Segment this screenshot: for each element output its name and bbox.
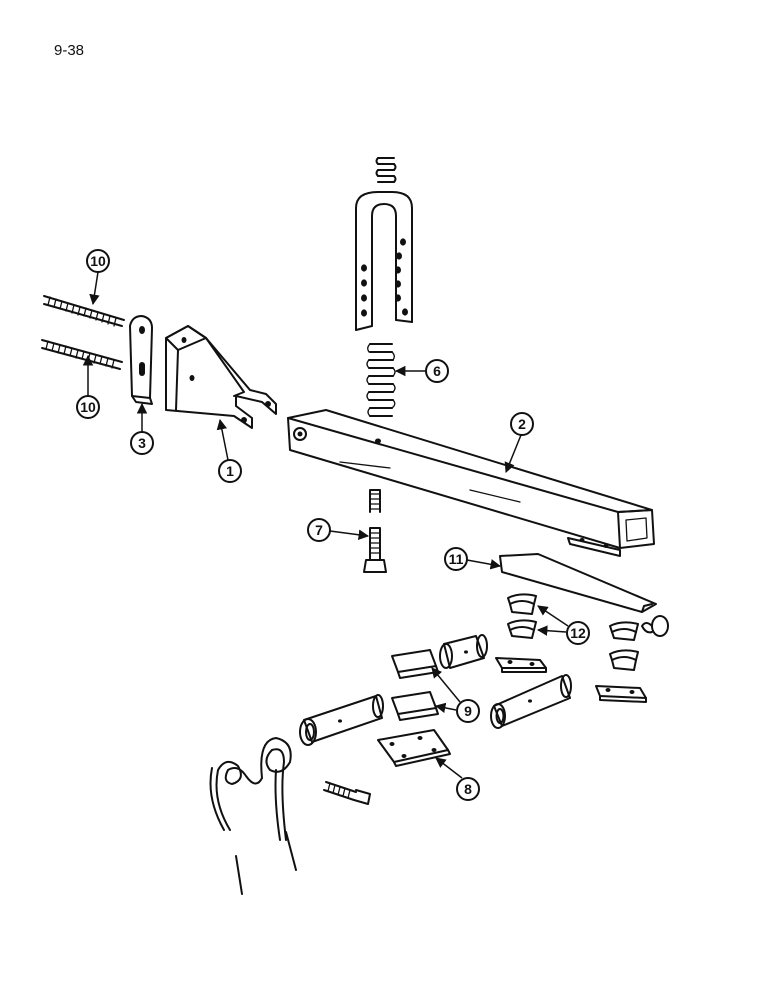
callout-3: 3	[130, 402, 154, 455]
coil-spring-part-6	[366, 343, 396, 417]
callout-10-bottom: 10	[76, 354, 100, 419]
svg-text:2: 2	[518, 416, 526, 432]
small-plate-upper	[495, 657, 547, 673]
threaded-rod-upper	[43, 295, 125, 327]
threaded-rod-lower	[41, 339, 123, 370]
svg-text:10: 10	[80, 399, 96, 415]
callout-2: 2	[504, 412, 534, 473]
callout-11: 11	[444, 547, 502, 571]
svg-text:11: 11	[449, 551, 464, 567]
long-tube-right	[490, 674, 572, 729]
u-bracket-holes	[361, 238, 408, 317]
svg-text:10: 10	[90, 253, 106, 269]
top-spring	[375, 157, 397, 183]
square-tube-part-2	[287, 409, 655, 557]
saddle-blocks-part-12	[507, 593, 669, 671]
svg-text:12: 12	[570, 625, 586, 641]
svg-text:3: 3	[138, 435, 146, 451]
svg-text:1: 1	[226, 463, 234, 479]
svg-text:9: 9	[464, 703, 472, 719]
tapered-skid-part-11	[499, 553, 657, 613]
page-number: 9-38	[54, 42, 85, 59]
long-tube-center	[299, 694, 384, 746]
svg-text:6: 6	[433, 363, 441, 379]
small-plate-lower	[595, 685, 647, 703]
callout-9: 9	[431, 667, 480, 723]
svg-text:7: 7	[315, 522, 323, 538]
svg-text:8: 8	[464, 781, 472, 797]
callout-6: 6	[394, 359, 449, 383]
callout-10-top: 10	[86, 249, 110, 306]
mounting-plate-part-8	[377, 729, 451, 767]
spring-tine	[209, 737, 297, 895]
callout-8: 8	[435, 757, 480, 801]
callout-1: 1	[216, 418, 242, 483]
callout-7: 7	[307, 518, 370, 542]
bushing-halves-part-9	[391, 649, 439, 721]
angle-bracket-part-1	[165, 325, 277, 429]
slotted-plate-part-3	[129, 315, 153, 405]
short-tube	[439, 634, 488, 669]
callout-12: 12	[536, 605, 590, 645]
bolt-part-7	[363, 489, 387, 573]
stud-bolt	[323, 781, 371, 805]
u-bracket	[355, 191, 413, 331]
